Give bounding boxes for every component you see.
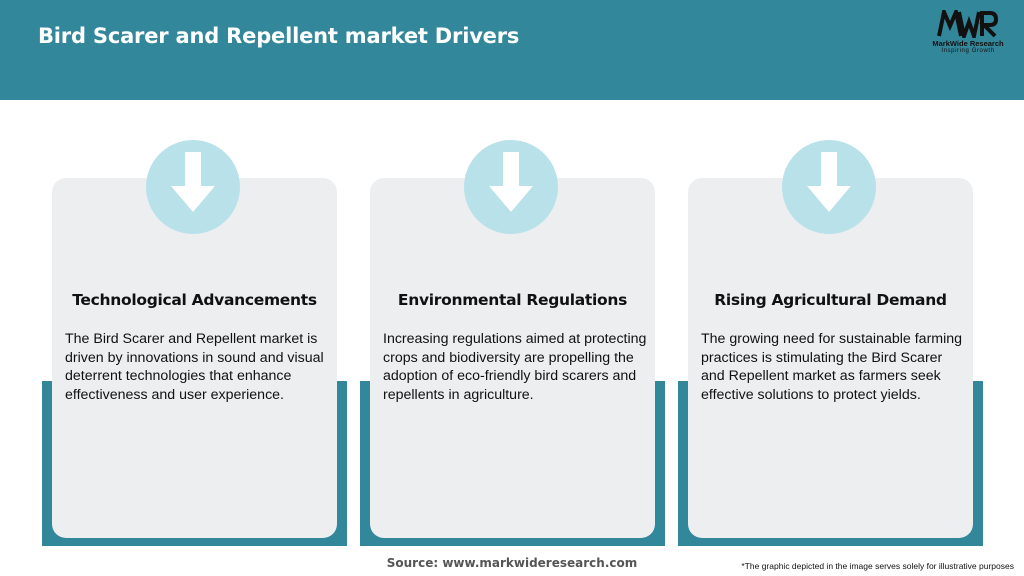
card-title: Environmental Regulations: [397, 291, 628, 309]
card-panel: Environmental Regulations Increasing reg…: [370, 178, 655, 538]
logo-tagline: Inspiring Growth: [941, 48, 995, 54]
driver-card-technological: Technological Advancements The Bird Scar…: [42, 140, 357, 548]
card-description: The growing need for sustainable farming…: [701, 331, 963, 403]
source-citation: Source: www.markwideresearch.com: [386, 556, 638, 570]
driver-card-environmental: Environmental Regulations Increasing reg…: [360, 140, 675, 548]
card-description: Increasing regulations aimed at protecti…: [383, 331, 647, 403]
card-title: Rising Agricultural Demand: [714, 291, 947, 309]
driver-card-agricultural: Rising Agricultural Demand The growing n…: [678, 140, 993, 548]
disclaimer-note: *The graphic depicted in the image serve…: [741, 561, 1014, 571]
icon-circle: [782, 140, 876, 234]
mwr-logo-icon: [937, 10, 999, 38]
down-arrow-icon: [489, 152, 533, 212]
down-arrow-icon: [171, 152, 215, 212]
company-logo: MarkWide Research Inspiring Growth: [922, 10, 1014, 64]
icon-circle: [146, 140, 240, 234]
logo-name: MarkWide Research: [932, 39, 1004, 48]
card-description: The Bird Scarer and Repellent market is …: [65, 331, 324, 403]
page-title: Bird Scarer and Repellent market Drivers: [38, 24, 520, 48]
down-arrow-icon: [807, 152, 851, 212]
header-banner: Bird Scarer and Repellent market Drivers…: [0, 0, 1024, 100]
card-title: Technological Advancements: [72, 291, 317, 309]
card-panel: Technological Advancements The Bird Scar…: [52, 178, 337, 538]
card-panel: Rising Agricultural Demand The growing n…: [688, 178, 973, 538]
icon-circle: [464, 140, 558, 234]
